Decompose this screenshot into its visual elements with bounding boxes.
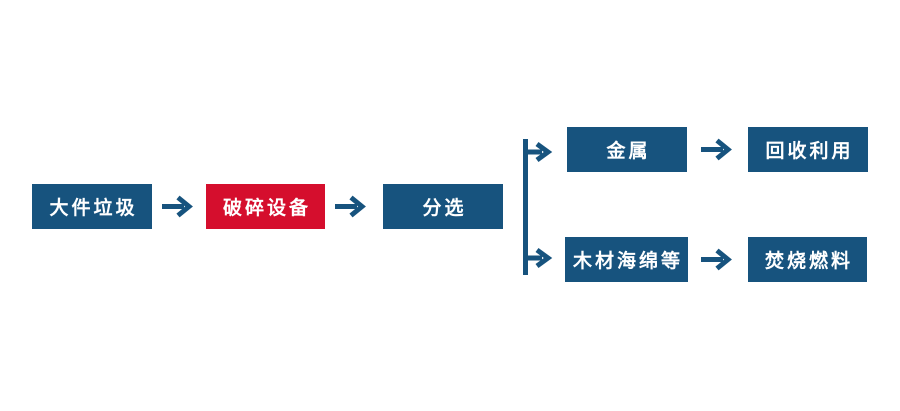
node-metal: 金属 <box>567 127 687 172</box>
branch-arrow-bottom-icon <box>525 247 553 269</box>
node-wood-sponge: 木材海绵等 <box>565 237 688 282</box>
flow-arrow-icon <box>701 138 732 161</box>
node-sorting: 分选 <box>383 184 503 229</box>
flow-arrow-icon <box>701 248 732 271</box>
branch-connector <box>523 139 553 275</box>
branch-arrow-top-icon <box>525 141 553 163</box>
node-recycling: 回收利用 <box>748 127 868 172</box>
node-crushing-equipment: 破碎设备 <box>206 184 325 229</box>
node-bulky-waste: 大件垃圾 <box>32 184 152 229</box>
flow-arrow-icon <box>335 195 366 218</box>
node-incineration-fuel: 焚烧燃料 <box>748 237 867 282</box>
flow-arrow-icon <box>162 195 193 218</box>
